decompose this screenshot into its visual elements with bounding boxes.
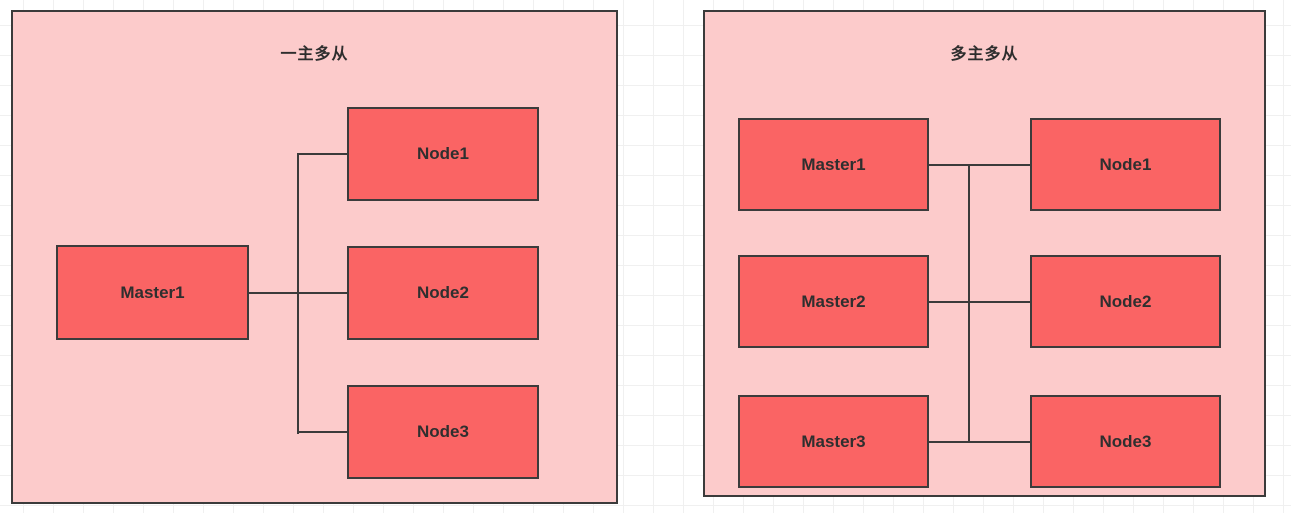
- box-master2-right[interactable]: Master2: [738, 255, 929, 348]
- connector-bus-to-node1-left: [297, 153, 349, 155]
- box-label-node3-right: Node3: [1099, 431, 1152, 451]
- box-label-master2-right: Master2: [801, 291, 866, 311]
- connector-bus-vertical-left: [297, 154, 299, 434]
- box-master3-right[interactable]: Master3: [738, 395, 929, 488]
- box-node3-right[interactable]: Node3: [1030, 395, 1221, 488]
- connector-bus-to-node3-left: [297, 431, 349, 433]
- box-node2-right[interactable]: Node2: [1030, 255, 1221, 348]
- connector-bus-to-node2-left: [297, 292, 349, 294]
- box-label-node2-left: Node2: [417, 283, 469, 302]
- box-label-node3-left: Node3: [417, 422, 469, 441]
- box-label-master1-left: Master1: [120, 282, 185, 302]
- box-node2-left[interactable]: Node2: [347, 246, 539, 340]
- connector-master1-to-node1-right: [928, 164, 1031, 166]
- box-label-master1-right: Master1: [801, 154, 866, 174]
- box-master1-left[interactable]: Master1: [56, 245, 249, 340]
- box-label-node1-right: Node1: [1099, 154, 1152, 174]
- box-label-node2-right: Node2: [1099, 291, 1152, 311]
- connector-bus-vertical-right: [968, 164, 970, 442]
- panel-title-multi-master: 多主多从: [950, 46, 1019, 63]
- panel-title-single-master: 一主多从: [280, 46, 349, 63]
- connector-master1-to-bus-left: [248, 292, 299, 294]
- connector-master3-to-node3-right: [928, 441, 1031, 443]
- box-node1-right[interactable]: Node1: [1030, 118, 1221, 211]
- box-label-master3-right: Master3: [801, 431, 866, 451]
- box-label-node1-left: Node1: [417, 144, 469, 163]
- box-node3-left[interactable]: Node3: [347, 385, 539, 479]
- box-node1-left[interactable]: Node1: [347, 107, 539, 201]
- box-master1-right[interactable]: Master1: [738, 118, 929, 211]
- connector-master2-to-node2-right: [928, 301, 1031, 303]
